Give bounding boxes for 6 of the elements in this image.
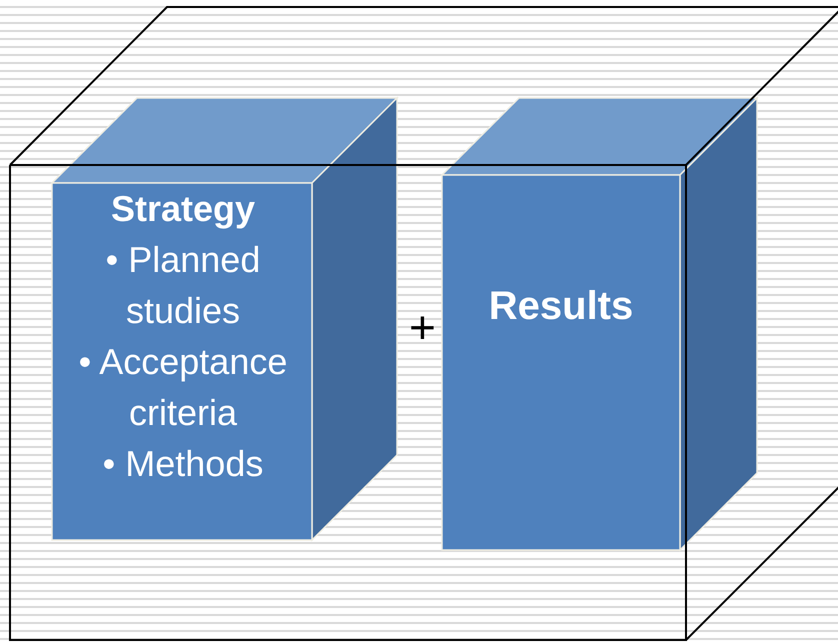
bullet-item: • Methods: [102, 442, 264, 486]
plus-sign: +: [409, 304, 436, 350]
block-title: Results: [488, 282, 634, 330]
bullet-item: • Planned studies: [104, 238, 262, 333]
block-title: Strategy: [110, 187, 256, 231]
bullet-item: • Acceptance criteria: [78, 340, 288, 435]
